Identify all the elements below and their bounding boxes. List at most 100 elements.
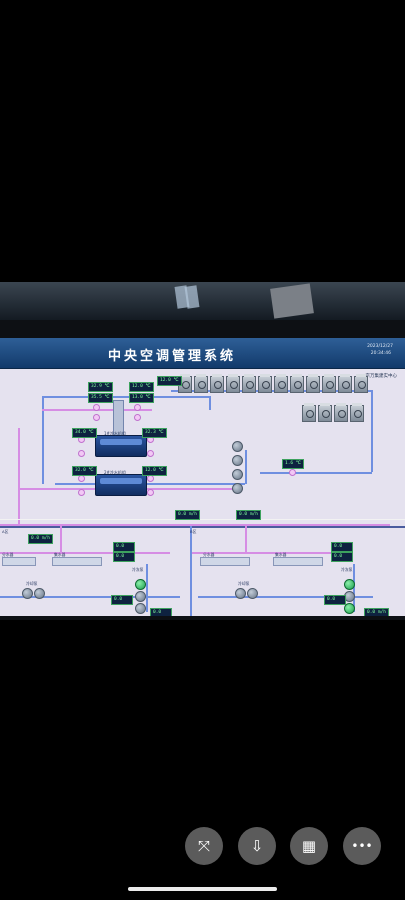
pipe-right-header-pink	[190, 552, 335, 554]
temperature-readout: 12.0 ℃	[129, 382, 154, 392]
sensor-node	[147, 450, 154, 457]
pump[interactable]	[135, 591, 146, 602]
cooling-tower	[318, 403, 332, 422]
cooling-pump-label: 冷却泵	[26, 581, 38, 586]
temperature-readout: 35.5 ℃	[88, 393, 113, 403]
sensor-node	[134, 404, 141, 411]
grid-icon: ▦	[301, 837, 317, 855]
status-readout: 0.0	[331, 552, 353, 562]
pipe-top-mid	[161, 396, 209, 398]
pump[interactable]	[232, 469, 243, 480]
chilled-pump-label: 冷冻泵	[132, 567, 144, 572]
pipe-center-divider	[190, 526, 192, 616]
site-name: 京万集建实中心	[365, 374, 398, 379]
door-panel	[270, 283, 314, 319]
pump[interactable]	[232, 455, 243, 466]
pipe-top-connector	[209, 396, 211, 410]
header-label: 集水器	[275, 552, 287, 557]
pipe-middle-blue	[55, 483, 245, 485]
pump-running[interactable]	[344, 579, 355, 590]
cooling-pump-label: 冷却泵	[238, 581, 250, 586]
pipe-right-drop	[245, 450, 247, 484]
move-button[interactable]: ⤧	[185, 827, 223, 865]
pipe-right-lower	[198, 596, 373, 598]
more-icon: •••	[351, 839, 373, 853]
cooling-tower	[274, 374, 288, 393]
cooling-tower	[322, 374, 336, 393]
pump[interactable]	[135, 603, 146, 614]
date-readout: 2023/12/27	[367, 344, 393, 349]
pipe-left-pink	[18, 428, 20, 525]
status-readout: 0.0	[324, 595, 346, 605]
status-readout: 0.0	[150, 608, 172, 616]
cooling-tower	[350, 403, 364, 422]
sensor-node	[147, 475, 154, 482]
area-right-label: B区	[190, 529, 197, 534]
pump[interactable]	[247, 588, 258, 599]
sensor-node	[78, 450, 85, 457]
water-tank-label: 分水器	[203, 552, 215, 557]
temperature-readout: 32.9 ℃	[88, 382, 113, 392]
water-separator-left	[2, 557, 36, 566]
download-icon: ⇩	[250, 837, 264, 855]
pump[interactable]	[22, 588, 33, 599]
header-label: 集水器	[54, 552, 66, 557]
sensor-node	[78, 475, 85, 482]
temperature-readout: 32.0 ℃	[72, 466, 97, 476]
chiller-1-label: 1#冷水机组	[104, 431, 126, 436]
pipe-right-pump-drop	[353, 564, 355, 612]
time-readout: 20:34:46	[370, 351, 391, 356]
status-readout: 0.0	[331, 542, 353, 552]
sensor-node	[93, 414, 100, 421]
pipe-left-lower	[0, 596, 180, 598]
sensor-node	[78, 489, 85, 496]
cooling-tower	[258, 374, 272, 393]
sensor-node	[134, 414, 141, 421]
water-header-right	[273, 557, 323, 566]
scada-panel: 中央空调管理系统 2023/12/27 20:34:46 京万集建实中心	[0, 338, 405, 616]
sensor-node	[289, 469, 296, 476]
water-header-left	[52, 557, 102, 566]
pump-running[interactable]	[344, 603, 355, 614]
temperature-readout: 32.3 ℃	[142, 428, 167, 438]
sensor-node	[93, 404, 100, 411]
temperature-readout: 13.0 ℃	[129, 393, 154, 403]
pump[interactable]	[232, 483, 243, 494]
grid-button[interactable]: ▦	[290, 827, 328, 865]
cooling-tower	[242, 374, 256, 393]
system-title: 中央空调管理系统	[108, 349, 237, 364]
chilled-pump-label: 冷冻泵	[341, 567, 353, 572]
cooling-tower	[334, 403, 348, 422]
chiller-1[interactable]	[95, 435, 147, 457]
section-divider	[0, 519, 405, 520]
status-readout: 0.0	[113, 552, 135, 562]
chiller-2[interactable]	[95, 474, 147, 496]
room-background	[0, 282, 405, 322]
temperature-readout: 12.0 ℃	[157, 376, 182, 386]
home-indicator[interactable]	[128, 887, 277, 891]
status-readout: 0.0	[111, 595, 133, 605]
pipe-right-horizontal	[260, 472, 372, 474]
chiller-2-label: 2#冷水机组	[104, 470, 126, 475]
cooling-tower	[302, 403, 316, 422]
move-icon: ⤧	[197, 837, 210, 855]
status-readout: 0.0	[113, 542, 135, 552]
water-separator-right	[200, 557, 250, 566]
pump[interactable]	[232, 441, 243, 452]
cooling-tower	[354, 374, 368, 393]
pump[interactable]	[235, 588, 246, 599]
title-bar: 中央空调管理系统 2023/12/27 20:34:46	[0, 338, 405, 369]
more-button[interactable]: •••	[343, 827, 381, 865]
cooling-tower	[338, 374, 352, 393]
pipe-main-left	[42, 396, 44, 484]
pump[interactable]	[34, 588, 45, 599]
pump-running[interactable]	[135, 579, 146, 590]
ceiling-light	[184, 285, 200, 309]
cooling-tower	[306, 374, 320, 393]
cooling-tower	[194, 374, 208, 393]
temperature-readout: 34.0 ℃	[72, 428, 97, 438]
download-button[interactable]: ⇩	[238, 827, 276, 865]
temperature-readout: 1.6 ℃	[282, 459, 304, 469]
sensor-node	[147, 489, 154, 496]
